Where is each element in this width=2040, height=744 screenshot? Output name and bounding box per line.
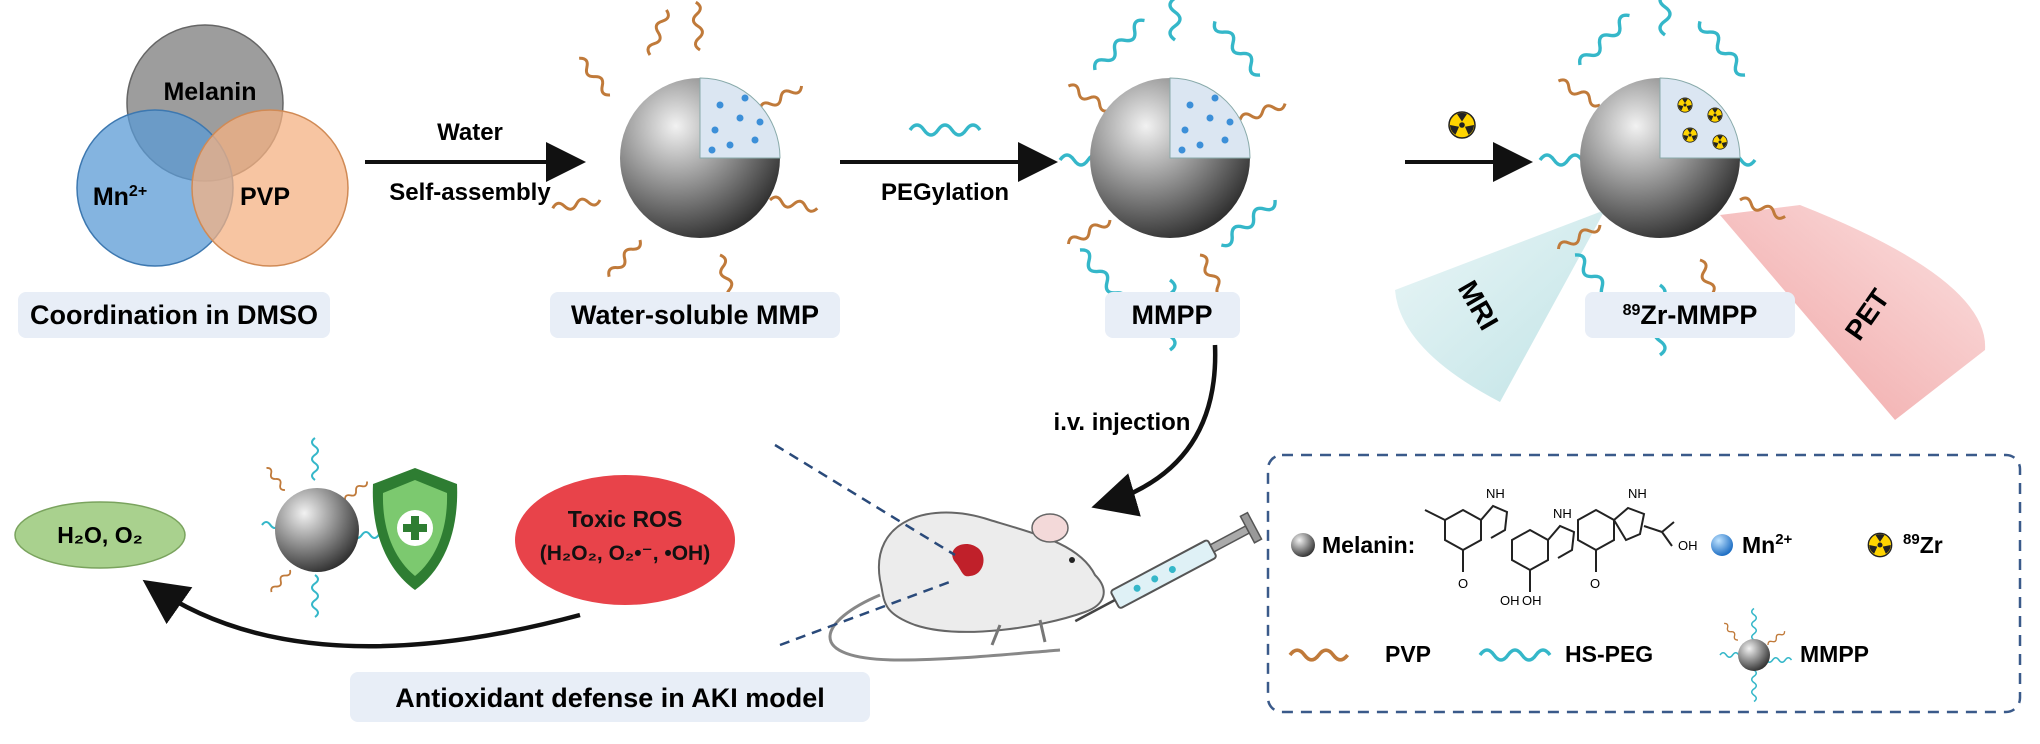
syringe-icon <box>1074 511 1263 623</box>
mmpp-label-box <box>1105 292 1240 338</box>
legend-box <box>1266 453 2022 714</box>
pet-cone <box>1720 205 1986 420</box>
antioxidant-label-box <box>350 672 870 722</box>
legend-radiation-icon <box>1867 532 1893 558</box>
structure-o-1: O <box>1458 576 1468 591</box>
arrow-iv-injection <box>1091 344 1218 517</box>
iv-injection-label: i.v. injection <box>1054 409 1191 436</box>
venn-pvp-label: PVP <box>240 183 290 211</box>
structure-oh-1: OH <box>1500 593 1520 608</box>
peg-chain-icon <box>908 123 982 137</box>
mouse-icon <box>828 511 1105 662</box>
legend-melanin-label: Melanin: <box>1322 532 1415 558</box>
legend-peg-label: HS-PEG <box>1565 641 1653 667</box>
coordination-label-box <box>18 292 330 338</box>
legend-mmpp-icon <box>1719 607 1793 703</box>
antioxidant-label: Antioxidant defense in AKI model <box>395 683 825 713</box>
mmp-particle <box>550 0 820 304</box>
ros-line2: (H₂O₂, O₂•⁻, •OH) <box>540 542 710 565</box>
structure-oh-3: OH <box>1678 538 1698 553</box>
zr-mmpp-label-box <box>1585 292 1795 338</box>
structure-nh-3: NH <box>1628 486 1647 501</box>
shield-plus-icon <box>372 468 458 590</box>
venn-mn-label: Mn2+ <box>93 183 147 211</box>
mmpp-small-particle <box>260 436 389 619</box>
ros-line1: Toxic ROS <box>568 506 683 532</box>
zoom-line-top <box>774 443 956 557</box>
legend: Melanin: NH NH NH O OH OH O OH Mn2+ 89Zr… <box>1266 453 2022 714</box>
legend-mn-label: Mn2+ <box>1742 531 1793 558</box>
mmpp-label: MMPP <box>1132 300 1213 330</box>
structure-nh-2: NH <box>1553 506 1572 521</box>
kidney-icon <box>952 543 984 577</box>
zoom-line-bottom <box>779 578 956 647</box>
legend-mn-sphere <box>1711 534 1733 556</box>
legend-mmpp-label: MMPP <box>1800 641 1869 667</box>
venn-melanin-label: Melanin <box>163 78 256 106</box>
arrow1-bottom-label: Self-assembly <box>389 179 551 206</box>
zr-mmpp-particle <box>1538 0 1788 357</box>
coordination-label: Coordination in DMSO <box>30 300 318 330</box>
mmp-label: Water-soluble MMP <box>571 300 819 330</box>
venn-diagram: Melanin Mn2+ PVP <box>76 24 349 267</box>
legend-zr-label: 89Zr <box>1903 531 1943 558</box>
arrow2-bottom-label: PEGylation <box>881 179 1009 206</box>
toxic-ros-ellipse <box>515 475 735 605</box>
mmp-label-box <box>550 292 840 338</box>
legend-melanin-sphere <box>1291 533 1315 557</box>
melanin-structure <box>1424 504 1675 592</box>
product-label: H₂O, O₂ <box>57 522 143 548</box>
structure-oh-2: OH <box>1522 593 1542 608</box>
radiation-icon <box>1448 111 1476 139</box>
arrow1-top-label: Water <box>437 119 503 146</box>
structure-o-2: O <box>1590 576 1600 591</box>
product-ellipse <box>14 501 186 569</box>
zr-mmpp-label: 89Zr-MMPP <box>1623 300 1758 330</box>
mmpp-particle <box>1058 0 1288 352</box>
mri-cone <box>1395 210 1605 402</box>
pvp-circle <box>191 109 349 267</box>
legend-pvp-label: PVP <box>1385 641 1431 667</box>
arrow-antioxidant <box>142 579 581 649</box>
structure-nh-1: NH <box>1486 486 1505 501</box>
